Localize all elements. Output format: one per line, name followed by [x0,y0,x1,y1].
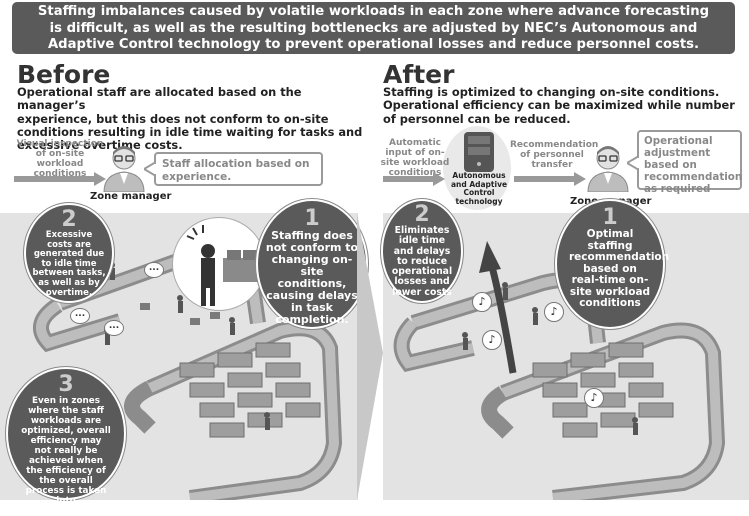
server-label-line-1: Autonomous [452,171,506,180]
after-title: After [383,60,455,89]
before-waiting-bubble-2: ... [70,308,90,324]
before-input-line-4: conditions [33,169,87,179]
before-callout-2: 2 Excessive costs are generated due to i… [24,203,114,303]
server-rack-graphic [468,136,490,166]
before-callout-3-text: Even in zones where the staff workloads … [21,396,111,516]
before-idle-worker-illustration [186,225,261,306]
after-description: Staffing is optimized to changing on-sit… [383,85,738,126]
recommendation-label: Recommendation of personnel transfer [510,140,599,170]
after-callout-1-number: 1 [602,205,618,230]
after-callout-2: 2 Eliminates idle time and delays to red… [381,199,463,303]
headline-banner: Staffing imbalances caused by volatile w… [12,2,735,54]
after-callout-2-text: Eliminates idle time and delays to reduc… [391,225,453,298]
before-title: Before [17,60,111,89]
server-label-line-4: technology [455,196,503,206]
server-label: Autonomous and Adaptive Control technolo… [446,171,512,206]
before-desc-line-2: experience, but this does not conform to… [17,111,329,126]
headline-line-1: Staffing imbalances caused by volatile w… [37,4,710,19]
before-input-arrow [14,172,106,186]
before-speech-bubble: Staff allocation based on experience. [154,152,323,186]
server-icon [464,132,494,172]
before-desc-line-4: excessive overtime costs. [17,138,183,153]
before-description: Operational staff are allocated based on… [17,85,372,153]
after-input-line-3: site workload [380,158,450,168]
before-callout-2-text: Excessive costs are generated due to idl… [32,230,106,298]
headline-line-3: Adaptive Control technology to prevent o… [47,37,700,52]
after-manager-avatar [587,146,629,192]
recommendation-line-1: Recommendation [510,140,599,150]
headline-line-2: is difficult, as well as the resulting b… [49,20,698,36]
before-input-line-2: of on-site [35,149,85,159]
music-note-icon-4: ♪ [544,302,564,322]
after-speech-tail [627,156,639,170]
before-callout-2-number: 2 [61,207,77,232]
before-callout-1: 1 Staffing does not conform to changing … [256,199,368,329]
before-callout-1-text: Staffing does not conform to changing on… [265,229,359,326]
recommendation-line-3: transfer [531,160,573,170]
after-input-line-1: Automatic [388,138,442,148]
after-desc-line-3: of personnel can be reduced. [383,111,571,126]
music-note-icon-5: ♪ [584,388,604,408]
before-callout-3: 3 Even in zones where the staff workload… [6,367,126,516]
after-input-label: Automatic input of on- site workload con… [380,138,450,178]
before-zoom-circle [172,217,266,311]
before-desc-line-1: Operational staff are allocated based on… [17,85,302,113]
before-callout-3-number: 3 [58,372,74,397]
after-callout-2-number: 2 [414,202,430,227]
before-waiting-bubble-3: ... [104,320,124,336]
after-desc-line-2: Operational efficiency can be maximized … [383,98,735,113]
before-desc-line-3: conditions resulting in idle time waitin… [17,124,363,139]
music-note-icon-2: ♪ [472,292,492,312]
before-input-line-1: Visual inspection [16,139,104,149]
before-callout-1-number: 1 [304,206,320,231]
after-warehouse-illustration [393,241,726,506]
recommendation-line-2: of personnel [520,150,584,160]
before-speech-tail [144,162,156,176]
after-input-line-2: input of on- [385,148,445,158]
after-callout-1-text: Optimal staffing recommendation based on… [569,228,670,309]
after-callout-1: 1 Optimal staffing recommendation based … [555,199,670,329]
after-desc-line-1: Staffing is optimized to changing on-sit… [383,85,720,99]
before-manager-avatar [103,146,145,192]
server-label-line-2: and Adaptive [450,179,508,189]
after-input-arrow [383,172,445,186]
before-waiting-bubble-1: ... [144,262,164,278]
after-speech-bubble: Operational adjustment based on recommen… [637,130,742,195]
before-input-line-3: workload [36,159,84,169]
server-label-line-3: Control [463,188,495,197]
before-manager-label: Zone manager [90,191,172,202]
before-after-arrow [357,213,383,500]
music-note-icon-3: ♪ [482,330,502,350]
after-input-line-4: conditions [388,168,442,178]
before-input-label: Visual inspection of on-site workload co… [14,139,106,179]
recommendation-arrow [514,172,586,186]
